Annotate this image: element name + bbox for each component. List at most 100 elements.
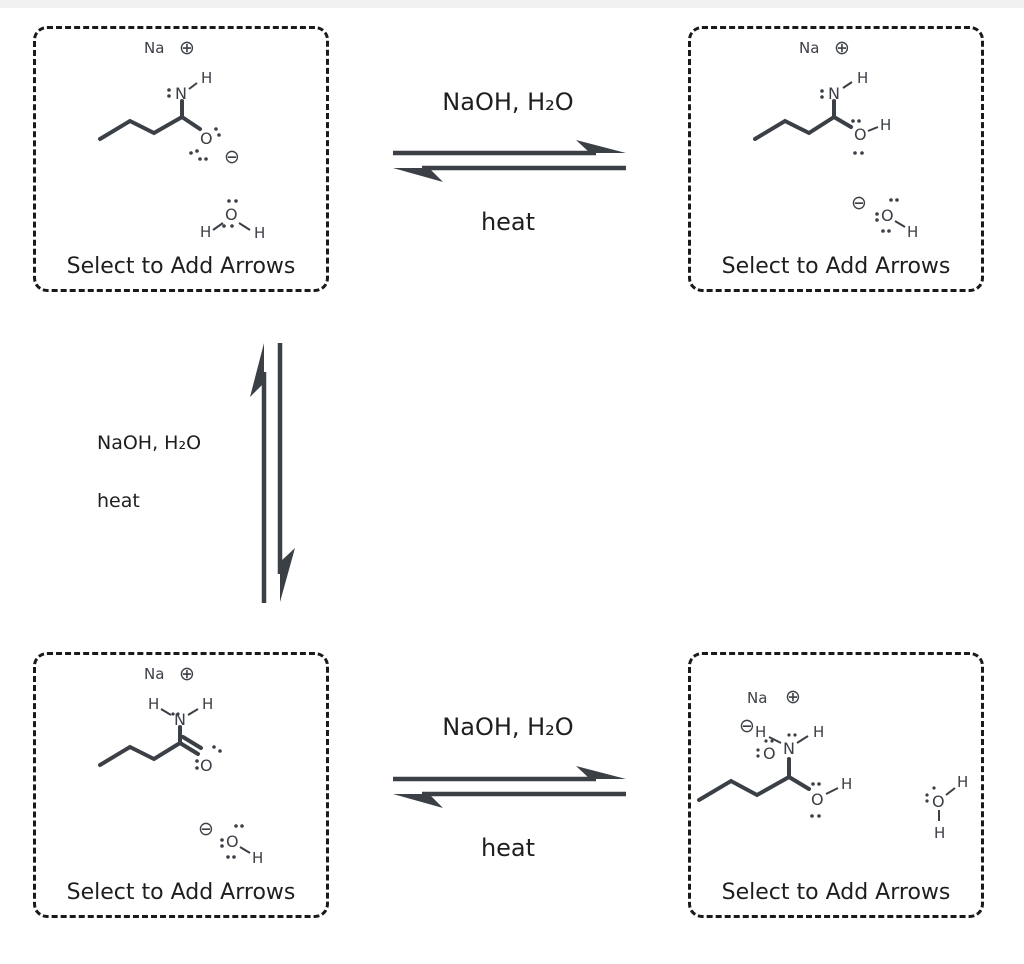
panel-label: Select to Add Arrows bbox=[721, 880, 951, 905]
hydrogen-atom: H bbox=[202, 695, 213, 713]
lone-pair-dot bbox=[195, 149, 199, 153]
lone-pair-dot bbox=[925, 793, 929, 797]
sodium-atom: Na bbox=[799, 39, 819, 57]
equilibrium-arrow-top bbox=[393, 140, 626, 182]
lone-pair-dot bbox=[875, 218, 879, 222]
lone-pair-dot bbox=[222, 224, 226, 228]
lone-pair-dot bbox=[195, 759, 199, 763]
lone-pair-dot bbox=[881, 229, 885, 233]
heat-label: heat bbox=[480, 834, 536, 862]
lone-pair-dot bbox=[226, 855, 230, 859]
lone-pair-dot bbox=[889, 198, 893, 202]
sodium-atom: Na bbox=[144, 665, 164, 683]
heat-label: heat bbox=[97, 490, 140, 512]
c-o-bond bbox=[787, 775, 811, 791]
lone-pair-dot bbox=[932, 786, 936, 790]
mechanism-panel-top-right[interactable]: Na ⊕ N H O H ⊖ O H Select to Add Arrows bbox=[688, 26, 984, 292]
panel-label: Select to Add Arrows bbox=[66, 880, 296, 905]
sodium-atom: Na bbox=[144, 39, 164, 57]
lone-pair-dot bbox=[820, 89, 824, 93]
o-h-bond bbox=[212, 222, 224, 231]
structure-bottom-right: Na ⊕ N H H ⊖ O O H O H H bbox=[697, 686, 968, 842]
n-h-bond bbox=[842, 81, 853, 89]
negative-charge-icon: ⊖ bbox=[739, 715, 755, 737]
oxygen-atom: O bbox=[932, 792, 945, 811]
carbon-chain-bond bbox=[98, 115, 184, 141]
o-h-bond bbox=[867, 126, 879, 132]
n-h-bond bbox=[160, 708, 172, 716]
structure-bottom-left: Na ⊕ N H H O ⊖ O H bbox=[98, 663, 263, 867]
n-h-bond bbox=[768, 736, 782, 744]
nitrogen-atom: N bbox=[175, 84, 187, 103]
reagent-label: NaOH, H₂O bbox=[97, 432, 202, 454]
lone-pair-dot bbox=[756, 754, 760, 758]
lone-pair-dot bbox=[787, 733, 791, 737]
lone-pair-dot bbox=[240, 824, 244, 828]
lone-pair-dot bbox=[220, 838, 224, 842]
hydrogen-atom: H bbox=[201, 69, 212, 87]
negative-charge-icon: ⊖ bbox=[851, 192, 867, 214]
oxygen-atom: O bbox=[225, 205, 238, 224]
hydrogen-atom: H bbox=[755, 723, 766, 741]
hydrogen-atom: H bbox=[200, 223, 211, 241]
lone-pair-dot bbox=[925, 799, 929, 803]
top-strip bbox=[0, 0, 1024, 8]
lone-pair-dot bbox=[195, 766, 199, 770]
mechanism-panel-bottom-left[interactable]: Na ⊕ N H H O ⊖ O H Select to Add Arrows bbox=[33, 652, 329, 918]
equilibrium-arrow-bottom bbox=[393, 766, 626, 808]
lone-pair-dot bbox=[851, 119, 855, 123]
mechanism-panel-top-left[interactable]: Na ⊕ N H O ⊖ O H H Select to Add Arrows bbox=[33, 26, 329, 292]
c-o-double-bond bbox=[181, 735, 203, 750]
lone-pair-dot bbox=[217, 133, 221, 137]
lone-pair-dot bbox=[857, 119, 861, 123]
o-h-bond bbox=[894, 220, 906, 228]
positive-charge-icon: ⊕ bbox=[179, 663, 195, 685]
lone-pair-dot bbox=[770, 739, 774, 743]
carbon-chain-bond bbox=[697, 775, 791, 802]
lone-pair-dot bbox=[820, 95, 824, 99]
oxygen-atom: O bbox=[226, 832, 239, 851]
lone-pair-dot bbox=[167, 94, 171, 98]
hydrogen-atom: H bbox=[880, 116, 891, 134]
negative-charge-icon: ⊖ bbox=[224, 146, 240, 168]
hydrogen-atom: H bbox=[252, 849, 263, 867]
lone-pair-dot bbox=[204, 157, 208, 161]
lone-pair-dot bbox=[214, 127, 218, 131]
oxygen-atom: O bbox=[854, 125, 867, 144]
structure-top-right: Na ⊕ N H O H ⊖ O H bbox=[753, 37, 918, 241]
hydrogen-atom: H bbox=[907, 223, 918, 241]
heat-label: heat bbox=[480, 208, 536, 236]
lone-pair-dot bbox=[887, 229, 891, 233]
c-o-bond bbox=[832, 115, 853, 129]
lone-pair-dot bbox=[212, 745, 216, 749]
positive-charge-icon: ⊕ bbox=[834, 37, 850, 59]
panel-label: Select to Add Arrows bbox=[66, 254, 296, 279]
lone-pair-dot bbox=[232, 855, 236, 859]
o-h-bond bbox=[945, 787, 956, 796]
lone-pair-dot bbox=[234, 199, 238, 203]
oxygen-atom: O bbox=[200, 129, 213, 148]
oxygen-atom: O bbox=[200, 756, 213, 775]
lone-pair-dot bbox=[218, 749, 222, 753]
reagent-label: NaOH, H₂O bbox=[442, 713, 574, 741]
c-o-double-bond bbox=[178, 741, 200, 756]
hydrogen-atom: H bbox=[934, 824, 945, 842]
lone-pair-dot bbox=[167, 88, 171, 92]
c-o-bond bbox=[180, 115, 202, 131]
lone-pair-dot bbox=[227, 199, 231, 203]
lone-pair-dot bbox=[230, 224, 234, 228]
lone-pair-dot bbox=[810, 814, 814, 818]
lone-pair-dot bbox=[171, 712, 175, 716]
lone-pair-dot bbox=[189, 151, 193, 155]
lone-pair-dot bbox=[198, 157, 202, 161]
positive-charge-icon: ⊕ bbox=[785, 686, 801, 708]
mechanism-panel-bottom-right[interactable]: Na ⊕ N H H ⊖ O O H O H H bbox=[688, 652, 984, 918]
equilibrium-arrow-left bbox=[250, 343, 295, 603]
oxygen-atom: O bbox=[763, 744, 776, 763]
lone-pair-dot bbox=[853, 151, 857, 155]
reagent-label: NaOH, H₂O bbox=[442, 88, 574, 116]
nitrogen-atom: N bbox=[828, 84, 840, 103]
nitrogen-atom: N bbox=[174, 710, 186, 729]
lone-pair-dot bbox=[895, 198, 899, 202]
carbon-chain-bond bbox=[98, 741, 182, 767]
